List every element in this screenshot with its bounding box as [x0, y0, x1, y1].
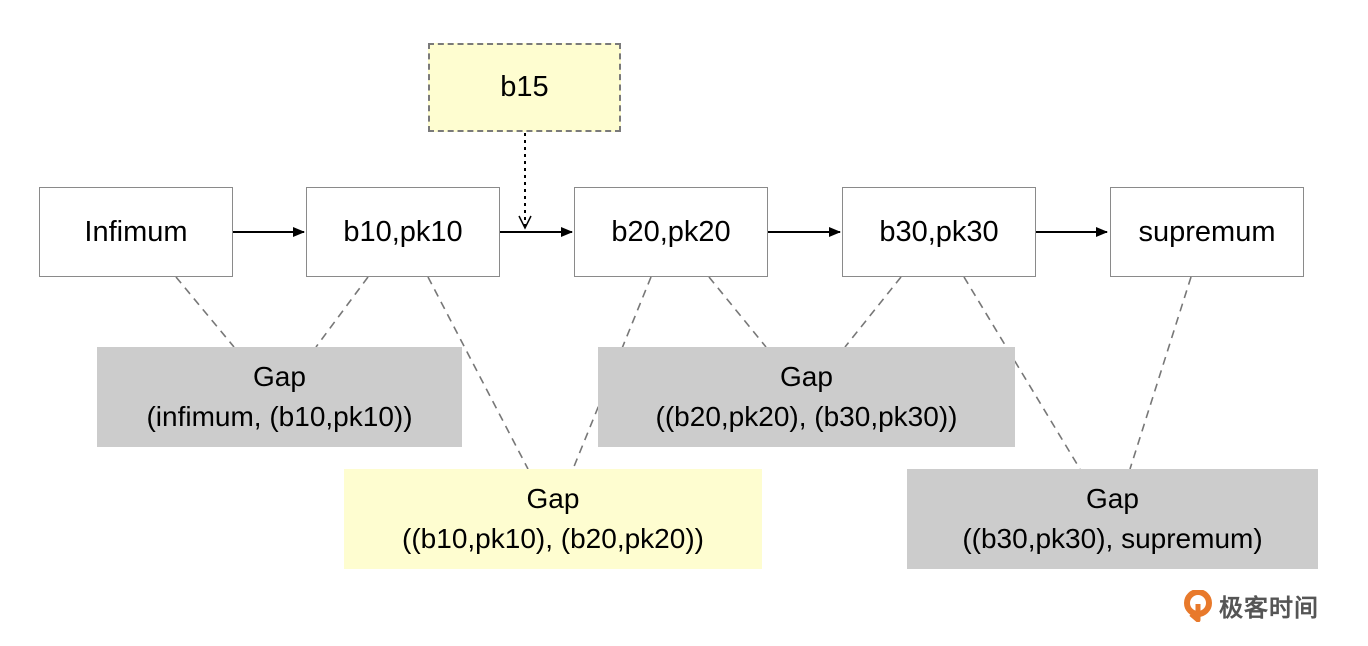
connector-b10-gap1: [315, 276, 369, 348]
connector-infimum-gap1: [175, 276, 235, 348]
insert-record-label: b15: [500, 71, 549, 103]
record-b10-pk10: b10,pk10: [306, 187, 500, 277]
insert-record-b15: b15: [428, 43, 621, 132]
insert-arrowhead-icon: [518, 215, 532, 230]
gap-title: Gap: [526, 483, 580, 514]
connector-b20-gap3: [708, 276, 767, 348]
geektime-logo-icon: [1184, 589, 1212, 622]
gap-infimum-b10: Gap (infimum, (b10,pk10)): [97, 347, 462, 447]
gap-range: (infimum, (b10,pk10)): [146, 401, 413, 432]
record-b20-pk20: b20,pk20: [574, 187, 768, 277]
connector-b30-gap4: [963, 276, 1081, 470]
record-label: Infimum: [84, 215, 188, 248]
record-b30-pk30: b30,pk30: [842, 187, 1036, 277]
gap-range: ((b20,pk20), (b30,pk30)): [655, 401, 958, 432]
record-label: supremum: [1138, 215, 1276, 248]
gap-title: Gap: [1086, 483, 1139, 514]
record-supremum: supremum: [1110, 187, 1304, 277]
record-label: b30,pk30: [879, 215, 999, 248]
geektime-logo-text: 极客时间: [1219, 595, 1319, 622]
gap-title: Gap: [780, 361, 833, 392]
connector-supremum-gap4: [1129, 276, 1192, 470]
gap-range: ((b30,pk30), supremum): [962, 523, 1263, 554]
gap-range: ((b10,pk10), (b20,pk20)): [402, 523, 704, 554]
record-infimum: Infimum: [39, 187, 233, 277]
gap-title: Gap: [253, 361, 306, 392]
connector-b30-gap3: [844, 276, 902, 348]
record-label: b10,pk10: [343, 215, 463, 248]
record-label: b20,pk20: [611, 215, 731, 248]
gap-b20-b30: Gap ((b20,pk20), (b30,pk30)): [598, 347, 1015, 447]
gap-b10-b20: Gap ((b10,pk10), (b20,pk20)): [344, 469, 762, 569]
geektime-logo: 极客时间: [1183, 588, 1319, 623]
gap-b30-supremum: Gap ((b30,pk30), supremum): [907, 469, 1318, 569]
